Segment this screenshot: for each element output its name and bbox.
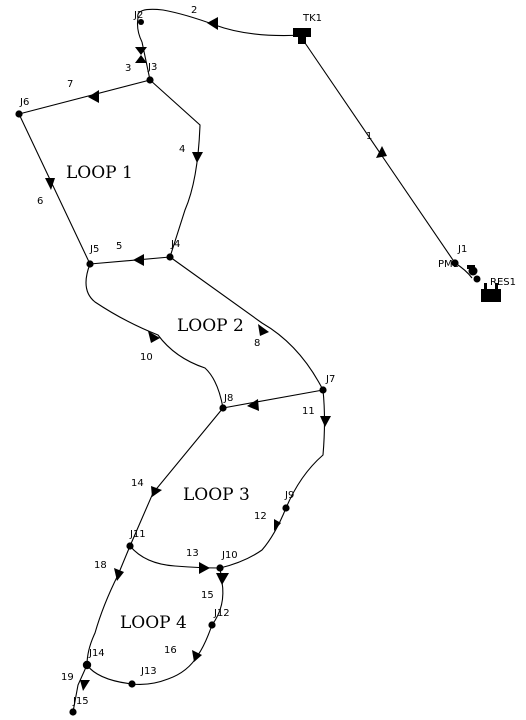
junction-j10[interactable] — [216, 564, 224, 572]
tank-icon[interactable] — [293, 28, 311, 44]
label-j11: J11 — [129, 529, 146, 540]
pipe-10[interactable] — [85, 263, 224, 409]
pipe-1[interactable] — [302, 39, 456, 264]
junction-j2[interactable] — [138, 19, 144, 25]
reservoir-icon[interactable] — [481, 283, 501, 302]
label-j2: J2 — [133, 10, 143, 21]
flow-arrow-j7-j8 — [247, 399, 259, 411]
label-j3: J3 — [147, 62, 157, 73]
pipe-8[interactable] — [169, 256, 324, 391]
pipe-14[interactable] — [129, 407, 224, 547]
flow-arrow-pipe-19 — [80, 680, 90, 691]
flow-arrow-pipe-1 — [376, 146, 387, 158]
flow-arrow-pipe-3-valve — [135, 47, 147, 63]
pipe-18[interactable] — [86, 545, 131, 666]
junction-j1[interactable] — [451, 259, 459, 267]
junction-j3[interactable] — [146, 76, 154, 84]
pump-icon[interactable] — [467, 265, 481, 283]
label-pipe-7: 7 — [67, 79, 73, 90]
label-pipe-8: 8 — [254, 338, 260, 349]
pipe-5[interactable] — [89, 256, 171, 265]
flow-arrow-pipe-18 — [114, 568, 124, 581]
flow-arrow-pipe-7 — [88, 90, 99, 103]
label-j1: J1 — [457, 244, 467, 255]
junction-j15[interactable] — [69, 708, 77, 716]
junction-j11[interactable] — [126, 542, 134, 550]
junction-j7[interactable] — [319, 386, 327, 394]
pipe-6[interactable] — [18, 113, 91, 265]
loop-1-label: LOOP 1 — [66, 163, 133, 183]
flow-arrow-pipe-15 — [216, 573, 229, 585]
flow-arrow-pipe-14 — [151, 486, 162, 497]
pipe-j14-j13[interactable] — [86, 664, 133, 685]
label-pipe-16: 16 — [164, 645, 177, 656]
label-j10: J10 — [221, 550, 238, 561]
flow-arrow-pipe-2 — [207, 17, 218, 30]
flow-arrow-pipe-16 — [192, 650, 202, 662]
label-pipe-3: 3 — [125, 63, 131, 74]
label-j13: J13 — [140, 666, 157, 677]
pipe-4[interactable] — [149, 79, 201, 258]
loop-3-label: LOOP 3 — [183, 485, 250, 505]
pipe-7[interactable] — [18, 79, 151, 115]
flow-arrow-pipe-8 — [258, 324, 269, 336]
label-j5: J5 — [89, 244, 99, 255]
flow-arrow-pipe-11 — [320, 416, 331, 427]
pipe-2[interactable] — [136, 8, 304, 43]
label-pipe-15: 15 — [201, 590, 214, 601]
label-pipe-2: 2 — [191, 5, 197, 16]
junction-j14[interactable] — [82, 660, 92, 670]
junction-j5[interactable] — [86, 260, 94, 268]
label-pipe-10: 10 — [140, 352, 153, 363]
junction-j6[interactable] — [15, 110, 23, 118]
label-pipe-4: 4 — [179, 144, 185, 155]
pipe-13[interactable] — [129, 545, 221, 569]
label-pipe-13: 13 — [186, 548, 199, 559]
junction-j4[interactable] — [166, 253, 174, 261]
label-j9: J9 — [284, 490, 294, 501]
label-pm1: PM1 — [438, 259, 459, 270]
label-res1: RES1 — [490, 277, 516, 288]
junction-j12[interactable] — [208, 621, 216, 629]
label-j7: J7 — [325, 374, 335, 385]
flow-arrow-pipe-4 — [192, 152, 203, 163]
pipe-11[interactable] — [285, 389, 326, 509]
label-pipe-6: 6 — [37, 196, 43, 207]
junction-j9[interactable] — [282, 504, 290, 512]
label-tk1: TK1 — [302, 13, 322, 24]
label-pipe-18: 18 — [94, 560, 107, 571]
label-j6: J6 — [19, 97, 29, 108]
junction-j13[interactable] — [128, 680, 136, 688]
loop-2-label: LOOP 2 — [177, 316, 244, 336]
label-pipe-12: 12 — [254, 511, 267, 522]
label-pipe-14: 14 — [131, 478, 144, 489]
pipe-19[interactable] — [72, 664, 88, 713]
junction-j8[interactable] — [219, 404, 227, 412]
flow-arrow-pipe-13 — [199, 562, 210, 574]
flow-arrow-pipe-5 — [133, 254, 144, 266]
label-pipe-11: 11 — [302, 406, 315, 417]
label-j4: J4 — [170, 239, 180, 250]
label-pipe-1: 1 — [366, 131, 372, 142]
flow-arrow-pipe-6 — [45, 178, 55, 190]
label-j12: J12 — [213, 608, 230, 619]
label-j14: J14 — [88, 648, 105, 659]
label-pipe-5: 5 — [116, 241, 122, 252]
label-j8: J8 — [223, 393, 233, 404]
loop-4-label: LOOP 4 — [120, 613, 187, 633]
pipe-16[interactable] — [131, 624, 213, 685]
pipe-j7-j8[interactable] — [222, 389, 324, 409]
flow-arrow-pipe-12 — [274, 519, 281, 531]
label-j15: J15 — [72, 696, 89, 707]
label-pipe-19: 19 — [61, 672, 74, 683]
flow-arrow-pipe-10 — [148, 331, 160, 343]
